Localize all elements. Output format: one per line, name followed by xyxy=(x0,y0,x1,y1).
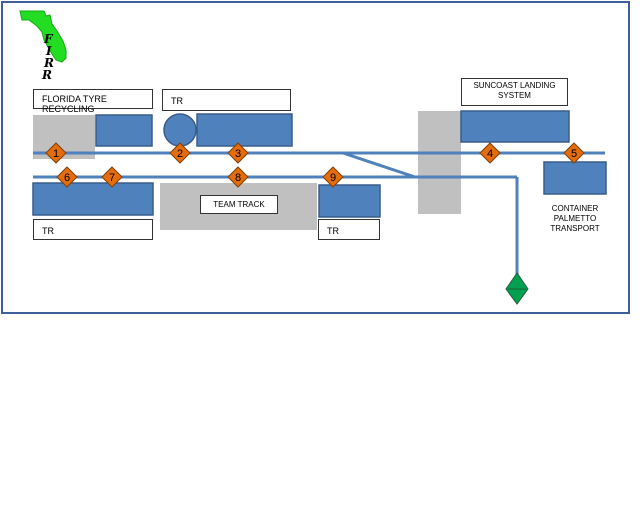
building-suncoast xyxy=(460,110,570,143)
spot-marker-3: 3 xyxy=(227,142,249,164)
spot-marker-8: 8 xyxy=(227,166,249,188)
building-bottom-left xyxy=(32,182,154,216)
spot-marker-5: 5 xyxy=(563,142,585,164)
building-bottom-mid xyxy=(318,184,381,218)
spot-diamond xyxy=(322,166,344,188)
label-text: TR xyxy=(171,96,183,106)
spot-number: 4 xyxy=(487,148,493,160)
spot-marker-7: 7 xyxy=(101,166,123,188)
logo-letter: R xyxy=(44,56,54,70)
spot-diamond xyxy=(45,142,67,164)
track-crossover xyxy=(342,151,416,179)
spot-marker-9: 9 xyxy=(322,166,344,188)
spot-diamond xyxy=(563,142,585,164)
spot-diamond xyxy=(101,166,123,188)
logo-letter: R xyxy=(42,68,52,82)
building-tyre xyxy=(95,114,153,147)
diagram-frame xyxy=(1,1,630,314)
spot-number: 3 xyxy=(235,148,241,160)
spot-number: 7 xyxy=(109,172,115,184)
label-team-track: TEAM TRACK xyxy=(200,195,278,214)
spot-marker-4: 4 xyxy=(479,142,501,164)
label-text: SUNCOAST LANDING SYSTEM xyxy=(473,81,556,100)
spot-number: 9 xyxy=(330,172,336,184)
spot-diamond xyxy=(227,142,249,164)
logo-letter: I xyxy=(46,44,52,58)
spot-number: 2 xyxy=(177,148,183,160)
spot-marker-6: 6 xyxy=(56,166,78,188)
label-tr-bottom-left: TR xyxy=(33,219,153,240)
spot-diamond xyxy=(227,166,249,188)
spot-number: 5 xyxy=(571,148,577,160)
area-right xyxy=(418,111,461,214)
spot-number: 6 xyxy=(64,172,70,184)
spot-diamond xyxy=(56,166,78,188)
logo-letter: F xyxy=(44,32,53,46)
florida-logo-icon xyxy=(19,10,67,63)
buildings xyxy=(32,110,607,218)
spot-number: 1 xyxy=(53,148,59,160)
end-marker xyxy=(505,272,529,305)
label-tr-top: TR xyxy=(162,89,291,111)
spot-diamond xyxy=(479,142,501,164)
spot-diamond xyxy=(169,142,191,164)
label-tr-bottom-mid: TR xyxy=(318,219,380,240)
spot-markers: 1 2 3 4 5 6 7 8 9 xyxy=(45,142,585,188)
spot-marker-2: 2 xyxy=(169,142,191,164)
spot-number: 8 xyxy=(235,172,241,184)
building-top-mid xyxy=(196,113,293,147)
label-text: TEAM TRACK xyxy=(213,200,265,209)
label-container-palmetto-transport: CONTAINER PALMETTO TRANSPORT xyxy=(550,204,600,233)
label-text: TR xyxy=(42,226,54,236)
building-container xyxy=(543,161,607,195)
building-silo xyxy=(163,113,197,147)
label-text: TR xyxy=(327,226,339,236)
label-text: FLORIDA TYRE RECYCLING xyxy=(42,94,107,114)
label-florida-tyre-recycling: FLORIDA TYRE RECYCLING xyxy=(33,89,153,114)
spot-marker-1: 1 xyxy=(45,142,67,164)
label-suncoast-landing-system: SUNCOAST LANDING SYSTEM xyxy=(461,78,568,106)
